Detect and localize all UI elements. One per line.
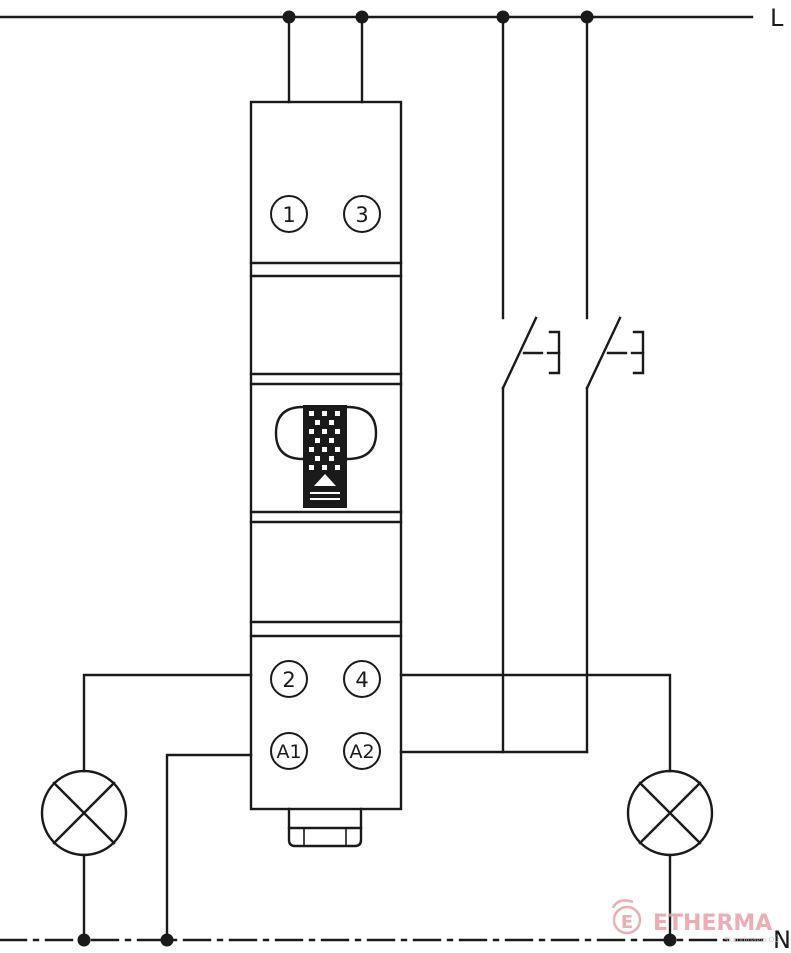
output-wire-right bbox=[399, 673, 672, 942]
coil-neutral-wire bbox=[165, 753, 253, 942]
lamp-right-icon bbox=[626, 769, 714, 857]
terminal-3: 3 bbox=[343, 195, 381, 233]
relay-module bbox=[249, 100, 403, 848]
terminal-2: 2 bbox=[270, 660, 308, 698]
svg-text:A2: A2 bbox=[349, 741, 374, 763]
line-rail bbox=[0, 10, 754, 24]
line-rail-label: L bbox=[770, 4, 784, 32]
supply-wires bbox=[287, 15, 364, 104]
lamp-left-icon bbox=[40, 769, 128, 857]
svg-text:3: 3 bbox=[355, 203, 368, 227]
terminal-4: 4 bbox=[343, 660, 381, 698]
svg-text:1: 1 bbox=[282, 203, 295, 227]
svg-text:ETHERMA: ETHERMA bbox=[653, 911, 772, 936]
neutral-rail-label: N bbox=[773, 926, 791, 953]
svg-text:A1: A1 bbox=[276, 741, 301, 763]
terminal-a2: A2 bbox=[343, 732, 381, 770]
push-button-switch-left bbox=[501, 15, 561, 754]
svg-text:E: E bbox=[621, 912, 633, 933]
etherma-watermark: E ETHERMA Skandinavia OÜ bbox=[611, 899, 779, 944]
din-rail-clip bbox=[287, 807, 363, 848]
manual-selector-knob bbox=[274, 405, 378, 508]
output-wire-left bbox=[82, 673, 253, 942]
terminal-1: 1 bbox=[270, 195, 308, 233]
terminal-a1: A1 bbox=[270, 732, 308, 770]
svg-text:4: 4 bbox=[355, 668, 368, 692]
svg-text:Skandinavia OÜ: Skandinavia OÜ bbox=[724, 935, 779, 944]
push-button-switch-right bbox=[585, 15, 645, 754]
svg-text:2: 2 bbox=[282, 668, 295, 692]
